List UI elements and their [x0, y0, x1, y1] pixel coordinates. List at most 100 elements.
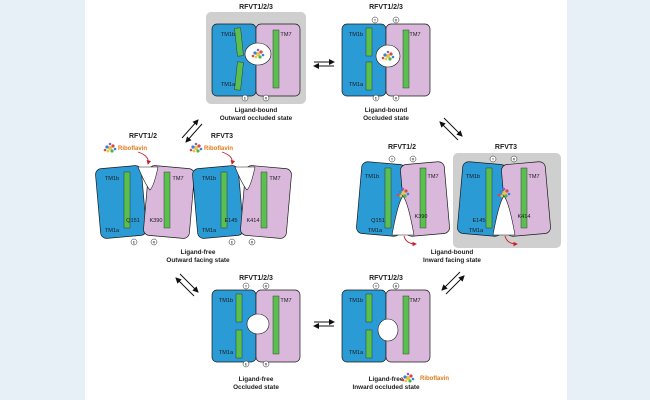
residue-e [242, 360, 250, 368]
tm1b-label: TM1b [219, 298, 233, 304]
arrow-reverse [439, 121, 459, 141]
tm7-label: TM7 [427, 174, 438, 180]
residue-e-label: E [133, 240, 136, 244]
state-title-rfvt12: RFVT1/2 [388, 144, 416, 151]
residue-y-label: Y [391, 157, 394, 161]
tm1a-label: TM1a [219, 350, 234, 356]
residue-y-label: Y [492, 157, 495, 161]
residue-r-bottom-label: R [265, 362, 268, 366]
transition-arrows [175, 59, 465, 329]
state-caption-line1: Ligand-free [181, 249, 216, 256]
state-caption-line2: Inward facing state [423, 257, 481, 264]
state-caption-line2: Inward occluded state [352, 384, 420, 391]
tm7-label: TM7 [280, 32, 291, 38]
tm7-helix [402, 295, 410, 355]
e145-label: E145 [224, 218, 237, 224]
residue-e [372, 94, 380, 102]
tm1-helix [123, 171, 131, 229]
left-domain [95, 165, 147, 239]
state-caption-line1: Ligand-bound [365, 107, 408, 114]
tm1b-label: TM1b [365, 174, 379, 180]
tm7-label: TM7 [280, 298, 291, 304]
outward-cavity [234, 166, 256, 191]
k414-label: K414 [517, 214, 530, 220]
residue-r-label: R [251, 240, 254, 244]
residue-y [371, 16, 379, 24]
residue-r [409, 155, 417, 163]
residue-r [392, 16, 400, 24]
tm7-label: TM7 [172, 176, 183, 182]
tm1a-label: TM1a [349, 350, 364, 356]
q151-label: Q151 [371, 218, 385, 224]
residue-e [228, 238, 236, 246]
tm1a-helix [235, 329, 243, 359]
tm7-label: TM7 [409, 32, 420, 38]
exit-arrow [504, 235, 518, 247]
tm1b-label: TM1b [349, 298, 363, 304]
residue-e-label: E [231, 240, 234, 244]
riboflavin-label: Riboflavin [420, 376, 449, 382]
k414-label: K414 [246, 218, 259, 224]
state-bottom-right: RFVT1/2/3 TM1b TM1a TM7 Y R Ligand-free … [341, 275, 449, 391]
residue-r [150, 238, 158, 246]
tm1a-helix [365, 329, 373, 359]
tm1a-label: TM1a [368, 228, 383, 234]
arrow-forward [179, 273, 199, 293]
state-mid-right: RFVT1/2 RFVT3 TM1b TM1a TM7 Q151 K390 Y … [356, 144, 561, 264]
tm1a-helix [365, 61, 373, 91]
arrow-forward [443, 117, 463, 137]
state-caption-line2: Occluded state [233, 384, 279, 391]
tm1b-helix [234, 27, 244, 57]
tm1b-helix [235, 293, 243, 323]
arrow-reverse [175, 277, 195, 297]
entry-arrow [137, 151, 152, 165]
residue-y-label: Y [375, 284, 378, 288]
residue-r [262, 94, 270, 102]
residue-r-bottom-label: R [395, 96, 398, 100]
residue-e [241, 94, 249, 102]
state-caption-line1: Ligand-bound [235, 107, 278, 114]
residue-y [388, 155, 396, 163]
residue-r [392, 282, 400, 290]
residue-r-label: R [153, 240, 156, 244]
tm7-helix [419, 167, 427, 229]
empty-cavity [377, 318, 399, 342]
tm7-label: TM7 [528, 174, 539, 180]
riboflavin-label-a: Riboflavin [118, 146, 147, 152]
state-caption-line2: Occluded state [363, 115, 409, 122]
state-top-left: RFVT1/2/3 TM1b TM1a TM7 E R Ligand-bound… [206, 4, 306, 122]
state-caption-line1: Ligand-bound [431, 249, 474, 256]
k390-label: K390 [414, 214, 427, 220]
residue-e [130, 238, 138, 246]
empty-cavity [246, 313, 270, 335]
arrow-forward [181, 119, 199, 139]
residue-r-bottom [392, 94, 400, 102]
residue-y [372, 282, 380, 290]
state-caption-line2: Outward facing state [166, 257, 230, 264]
exit-arrow [403, 235, 417, 247]
tm7-helix [272, 29, 280, 89]
tm1b-label: TM1b [466, 174, 480, 180]
q151-label: Q151 [126, 218, 140, 224]
residue-r-label: R [513, 157, 516, 161]
residue-r-label: R [265, 284, 268, 288]
outward-cavity [137, 166, 159, 191]
riboflavin-molecule [401, 372, 415, 383]
tm1b-label: TM1b [221, 32, 235, 38]
k390-label: K390 [149, 218, 162, 224]
tm1b-helix [365, 293, 373, 323]
residue-y [242, 282, 250, 290]
inward-cavity [492, 195, 516, 236]
residue-r-label: R [265, 96, 268, 100]
state-title: RFVT1/2/3 [239, 4, 273, 11]
tm1a-helix [234, 61, 244, 91]
tm7-helix [260, 171, 268, 229]
tm1b-label: TM1b [202, 176, 216, 182]
residue-r-label: R [412, 157, 415, 161]
residue-e-label: E [244, 96, 247, 100]
inward-cavity [391, 195, 415, 236]
state-caption-line2: Outward occluded state [220, 115, 293, 122]
tm7-label: TM7 [409, 298, 420, 304]
riboflavin-molecule [189, 142, 203, 153]
